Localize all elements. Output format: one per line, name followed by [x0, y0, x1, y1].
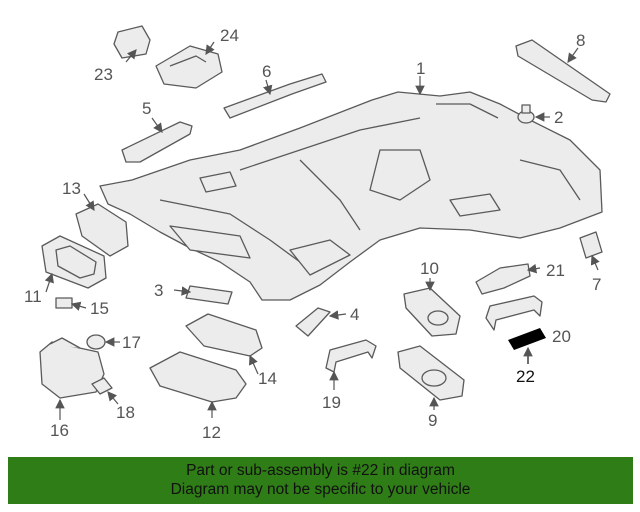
highlighted-part-22[interactable] — [508, 328, 546, 350]
clip-part-18[interactable] — [91, 377, 113, 395]
callout-12: 12 — [202, 423, 221, 442]
callout-15: 15 — [90, 299, 109, 318]
callout-10: 10 — [420, 259, 439, 278]
callout-16: 16 — [50, 421, 69, 440]
sunvisor-part-14[interactable] — [185, 313, 263, 357]
bracket-part-4[interactable] — [295, 307, 331, 337]
callout-8: 8 — [576, 31, 585, 50]
callout-6: 6 — [262, 62, 271, 81]
rail-part-5[interactable] — [121, 121, 193, 163]
banner-line-2: Diagram may not be specific to your vehi… — [170, 481, 471, 498]
rail-part-6[interactable] — [223, 73, 327, 119]
clip-part-15[interactable] — [55, 297, 73, 309]
callout-11: 11 — [24, 287, 42, 306]
callout-18: 18 — [116, 403, 135, 422]
pad-part-3[interactable] — [185, 285, 233, 305]
clip-part-2[interactable] — [517, 104, 535, 124]
parts-diagram: 1 2 3 4 5 6 7 8 9 10 11 12 13 14 15 16 1… — [24, 25, 611, 442]
cap-part-17[interactable] — [86, 334, 106, 350]
lamp-part-10[interactable] — [403, 287, 461, 337]
banner-line-1: Part or sub-assembly is #22 in diagram — [186, 462, 455, 479]
clip-part-7[interactable] — [579, 231, 603, 259]
handle-part-19[interactable] — [325, 339, 377, 373]
cap-part-23[interactable] — [113, 25, 151, 59]
module-part-24[interactable] — [155, 45, 223, 89]
headliner-part-1[interactable] — [99, 91, 603, 301]
callout-1: 1 — [416, 59, 425, 78]
callout-labels: 1 2 3 4 5 6 7 8 9 10 11 12 13 14 15 16 1… — [24, 26, 601, 442]
callout-21: 21 — [546, 261, 565, 280]
callout-9: 9 — [428, 411, 437, 430]
info-banner: Part or sub-assembly is #22 in diagram D… — [8, 457, 633, 504]
callout-3: 3 — [154, 281, 163, 300]
callout-17: 17 — [122, 333, 141, 352]
callout-2: 2 — [554, 108, 563, 127]
callout-19: 19 — [322, 393, 341, 412]
mirror-cover-part-13[interactable] — [75, 203, 129, 257]
callout-24: 24 — [220, 26, 239, 45]
callout-20: 20 — [552, 327, 571, 346]
bracket-part-21[interactable] — [475, 263, 531, 295]
lamp-housing-part-9[interactable] — [397, 345, 465, 401]
handle-part-20[interactable] — [485, 295, 543, 331]
callout-13: 13 — [62, 179, 81, 198]
sunvisor-part-12[interactable] — [149, 351, 247, 403]
callout-23: 23 — [94, 65, 113, 84]
callout-5: 5 — [142, 99, 151, 118]
callout-7: 7 — [592, 275, 601, 294]
mirror-part-11[interactable] — [41, 235, 107, 289]
callout-4: 4 — [350, 305, 359, 324]
leader-lines — [44, 41, 600, 420]
callout-22: 22 — [516, 367, 535, 386]
callout-14: 14 — [258, 369, 277, 388]
rail-part-8[interactable] — [515, 39, 611, 103]
